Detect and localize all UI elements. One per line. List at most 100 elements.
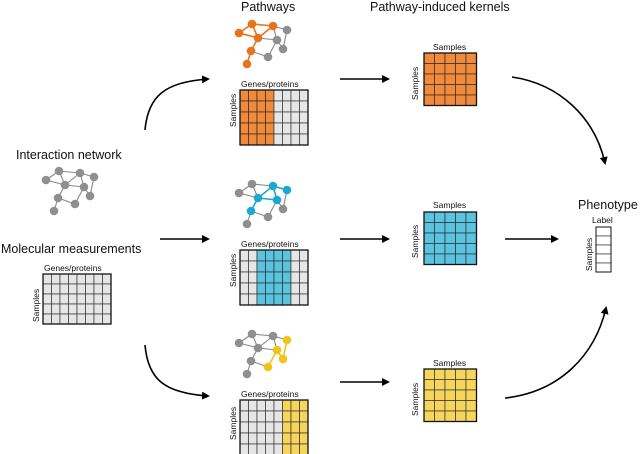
- blue-kernel-matrix-cell: [434, 232, 446, 244]
- orange-kernel-matrix-cell: [423, 73, 435, 85]
- orange-measurement-matrix-cell: [239, 122, 249, 135]
- orange-kernel-matrix-cell: [455, 94, 467, 106]
- input-measurement-matrix-cell: [76, 303, 86, 315]
- pathways-header: Pathways: [241, 0, 296, 14]
- input-measurement-matrix-cell: [85, 293, 95, 305]
- phenotype-label-column-cell: [595, 262, 612, 273]
- blue-measurement-matrix-cell: [290, 271, 300, 284]
- orange-measurement-matrix-cell: [282, 111, 292, 124]
- orange-pathway-network-node: [234, 28, 244, 38]
- input-measurement-matrix-cell: [93, 313, 103, 325]
- orange-kernel-matrix-cell: [434, 94, 446, 106]
- yellow-kernel-matrix-cell: [465, 410, 477, 422]
- blue-pathway-network-node: [242, 219, 252, 229]
- blue-measurement-matrix-cell: [265, 293, 275, 306]
- blue-kernel-matrix-cell: [444, 211, 456, 223]
- blue-measurement-matrix: [239, 249, 309, 306]
- blue-kernel-matrix-cell: [434, 211, 446, 223]
- input-interaction-network-node: [60, 180, 70, 190]
- orange-measurement-matrix-cell: [256, 111, 266, 124]
- blue-kernel-matrix-cell: [434, 222, 446, 234]
- yellow-measurement-matrix-cell: [265, 432, 275, 445]
- input-measurement-matrix-cell: [42, 283, 52, 295]
- blue-measurement-matrix-cell: [265, 249, 275, 262]
- orange-measurement-matrix-cell: [299, 89, 309, 102]
- orange-measurement-matrix-cell: [290, 100, 300, 113]
- yellow-measurement-matrix-cell: [290, 410, 300, 423]
- input-measurement-matrix-cell: [68, 313, 78, 325]
- orange-measurement-matrix-cell: [273, 122, 283, 135]
- input-measurement-matrix-cell: [93, 303, 103, 315]
- blue-pathway-network-node: [263, 212, 273, 222]
- blue-matrix-genes-label: Genes/proteins: [241, 239, 299, 249]
- phenotype-label-column-cell: [595, 226, 612, 237]
- yellow-matrix-samples-label: Samples: [228, 406, 238, 440]
- orange-pathway-network: [234, 19, 292, 69]
- orange-pathway-network-node: [272, 35, 282, 45]
- blue-measurement-matrix-cell: [273, 249, 283, 262]
- blue-measurement-matrix-cell: [290, 249, 300, 262]
- blue-pathway-network-node: [268, 181, 278, 191]
- yellow-measurement-matrix-cell: [239, 443, 249, 454]
- yellow-kernel-matrix-cell: [465, 368, 477, 380]
- yellow-pathway-network-node: [268, 331, 278, 341]
- orange-measurement-matrix-cell: [299, 111, 309, 124]
- input-measurement-matrix-cell: [85, 303, 95, 315]
- orange-measurement-matrix-cell: [299, 100, 309, 113]
- orange-kernel-matrix-cell: [465, 63, 477, 75]
- blue-measurement-matrix-cell: [239, 282, 249, 295]
- yellow-kernel-matrix-cell: [465, 379, 477, 391]
- yellow-measurement-matrix-cell: [282, 432, 292, 445]
- yellow-kernel-matrix-cell: [434, 379, 446, 391]
- orange-measurement-matrix-cell: [290, 133, 300, 146]
- input-measurement-matrix-cell: [42, 273, 52, 285]
- yellow-kernel-matrix-cell: [434, 400, 446, 412]
- input-measurement-matrix-cell: [102, 273, 112, 285]
- orange-kernel-matrix-cell: [455, 84, 467, 96]
- blue-measurement-matrix-cell: [248, 249, 258, 262]
- yellow-measurement-matrix-cell: [248, 443, 258, 454]
- blue-kernel-matrix-cell: [455, 211, 467, 223]
- blue-measurement-matrix-cell: [239, 293, 249, 306]
- blue-measurement-matrix-cell: [282, 271, 292, 284]
- orange-kernel-matrix-border: [423, 52, 478, 107]
- yellow-measurement-matrix-cell: [256, 432, 266, 445]
- yellow-kernel-matrix-cell: [444, 379, 456, 391]
- phenotype-label-column-cell: [595, 253, 612, 264]
- orange-measurement-matrix-cell: [299, 133, 309, 146]
- orange-kernel-matrix: [423, 52, 478, 107]
- blue-measurement-matrix-cell: [248, 271, 258, 284]
- blue-kernel-matrix-border: [423, 211, 478, 266]
- phenotype-samples-label: Samples: [584, 237, 594, 271]
- orange-measurement-matrix-cell: [282, 100, 292, 113]
- orange-measurement-matrix-cell: [265, 111, 275, 124]
- blue-measurement-matrix-cell: [282, 282, 292, 295]
- orange-measurement-matrix-cell: [282, 122, 292, 135]
- yellow-kernel-matrix-border: [423, 368, 478, 423]
- input-measurement-matrix-cell: [59, 313, 69, 325]
- orange-kernel-matrix-cell: [444, 73, 456, 85]
- input-measurement-matrix-cell: [51, 303, 61, 315]
- blue-kernel-matrix-cell: [455, 222, 467, 234]
- yellow-measurement-matrix-cell: [290, 399, 300, 412]
- input-measurement-matrix-cell: [76, 273, 86, 285]
- input-measurement-matrix-cell: [59, 293, 69, 305]
- blue-kernel-matrix-cell: [444, 222, 456, 234]
- blue-kernel-samples-side-label: Samples: [410, 224, 420, 258]
- blue-kernel-matrix-cell: [465, 243, 477, 255]
- input-interaction-network-node: [75, 168, 85, 178]
- orange-measurement-matrix-cell: [282, 89, 292, 102]
- input-measurement-matrix-cell: [59, 283, 69, 295]
- blue-measurement-matrix-cell: [256, 249, 266, 262]
- orange-kernel-matrix-cell: [444, 94, 456, 106]
- orange-measurement-matrix-cell: [256, 133, 266, 146]
- orange-kernel-matrix-cell: [434, 73, 446, 85]
- arrow-network-to-yellow-pathway: [144, 344, 210, 400]
- phenotype-label-column-cell: [595, 235, 612, 246]
- yellow-kernel-matrix-cell: [423, 379, 435, 391]
- blue-measurement-matrix-cell: [299, 260, 309, 273]
- input-measurement-matrix-cell: [85, 283, 95, 295]
- blue-kernel-matrix-cell: [455, 253, 467, 265]
- yellow-measurement-matrix-cell: [273, 421, 283, 434]
- orange-pathway-network-node: [246, 46, 256, 56]
